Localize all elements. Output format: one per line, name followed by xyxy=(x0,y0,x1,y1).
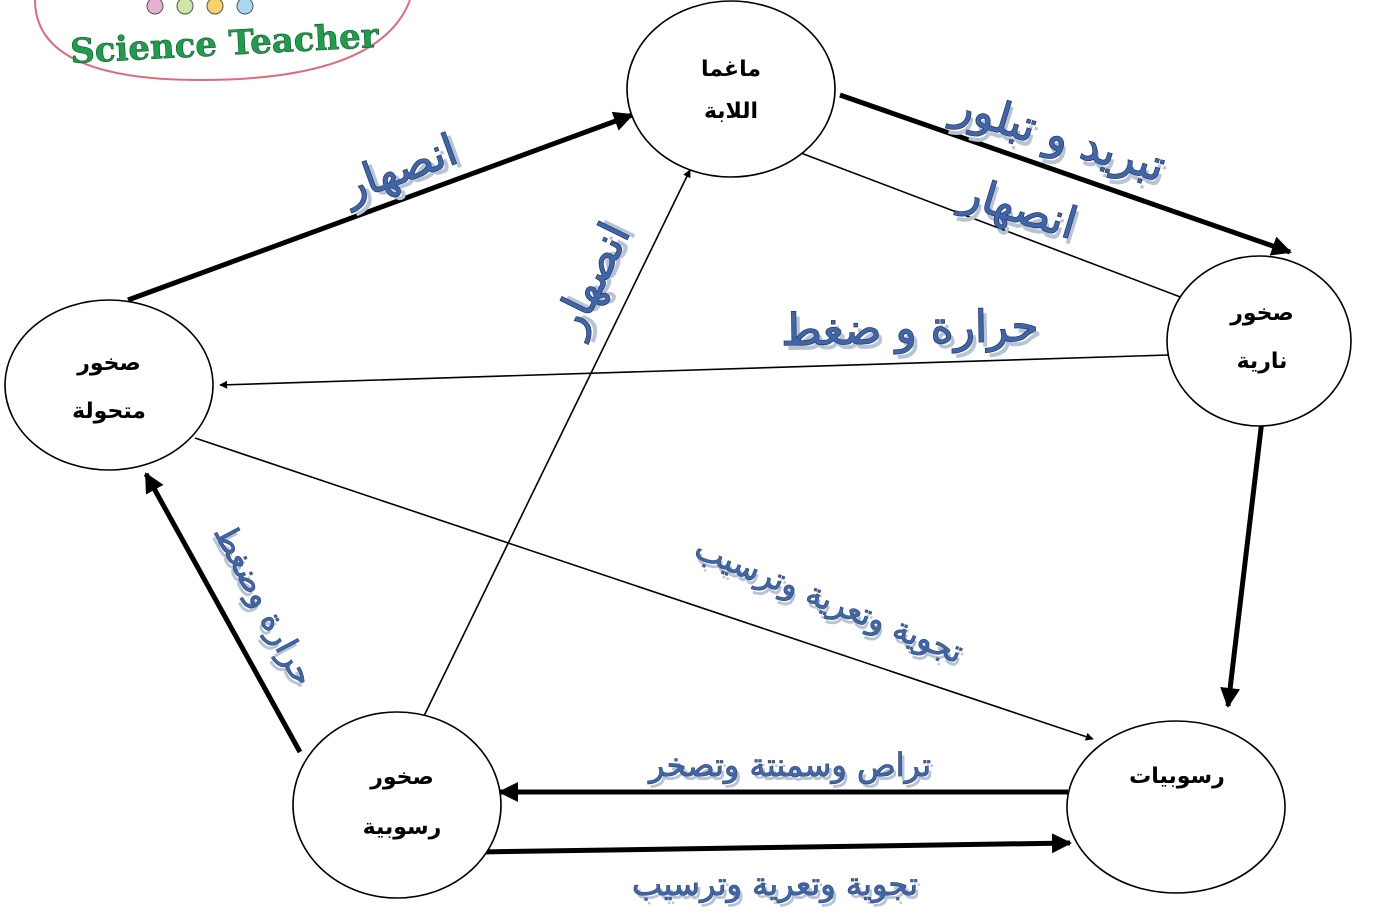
science-teacher-logo: Science Teacher xyxy=(34,0,411,82)
label-igneous-to-metamorphic-shadow: حرارة و ضغط xyxy=(785,306,1043,361)
node-igneous: صخور نارية xyxy=(1166,255,1352,427)
arrow-igneous-to-magma xyxy=(792,148,1184,299)
label-sedimentary-to-sediments-shadow: تجوية وتعرية وترسيب xyxy=(635,869,921,907)
metamorphic-label-line2: متحولة xyxy=(72,399,146,424)
node-magma: ماغما اللابة xyxy=(626,0,836,178)
arrow-sedimentary-to-metamorphic xyxy=(143,472,303,754)
igneous-label-line2: نارية xyxy=(1237,349,1288,374)
edges xyxy=(127,92,1292,855)
igneous-label-line1: صخور xyxy=(1229,301,1294,326)
sedimentary-rocks-label-line2: رسوبية xyxy=(363,815,442,840)
node-metamorphic: صخور متحولة xyxy=(4,299,214,471)
magma-label-line1: ماغما xyxy=(701,57,761,82)
label-metamorphic-to-sediments: تجوية وتعرية وترسيب xyxy=(689,529,968,671)
arrow-magma-to-igneous xyxy=(839,92,1292,256)
label-sedimentary-to-metamorphic: حرارة وضغط xyxy=(206,518,323,692)
sediments-label: رسوبيات xyxy=(1129,764,1225,789)
arrow-metamorphic-to-magma xyxy=(127,111,634,303)
arrow-igneous-to-sediments xyxy=(1220,419,1265,708)
arrow-igneous-to-metamorphic xyxy=(219,354,1169,389)
label-igneous-to-metamorphic: حرارة و ضغط xyxy=(781,301,1039,356)
node-sedimentary-rocks: صخور رسوبية xyxy=(292,711,502,899)
node-sediments: رسوبيات xyxy=(1066,720,1286,894)
label-sediments-to-sedimentary: تراص وسمنتة وتصخر xyxy=(647,746,931,784)
magma-label-line2: اللابة xyxy=(704,99,758,124)
arrow-metamorphic-to-sediments xyxy=(194,437,1094,741)
arrow-sedimentary-to-magma xyxy=(422,169,691,719)
label-sedimentary-to-magma: انصهار xyxy=(542,215,640,345)
label-sedimentary-to-sediments: تجوية وتعرية وترسيب xyxy=(632,865,918,903)
logo-flask-icons xyxy=(146,0,254,15)
arrow-sedimentary-to-sediments xyxy=(477,833,1072,855)
sedimentary-rocks-label-line1: صخور xyxy=(369,765,434,790)
metamorphic-label-line1: صخور xyxy=(76,351,141,376)
label-sediments-to-sedimentary-shadow: تراص وسمنتة وتصخر xyxy=(650,750,934,788)
